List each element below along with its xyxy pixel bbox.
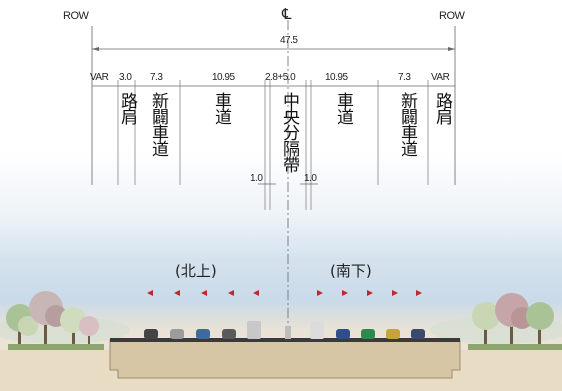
- zone-shoulder-right: 路肩: [432, 92, 452, 124]
- zone-median: 中央分隔帶: [279, 92, 299, 172]
- arrows-north: [147, 290, 259, 296]
- trees-right: [468, 293, 562, 352]
- zone-lane-left: 車道: [211, 92, 231, 124]
- dim-new-right: 7.3: [398, 72, 411, 83]
- median-barrier: [285, 326, 291, 339]
- arrows-south: [317, 290, 422, 296]
- zone-lane-right: 車道: [333, 92, 353, 124]
- direction-north-label: (北上): [175, 262, 217, 280]
- embankment: [109, 339, 461, 379]
- total-width-label: 47.5: [280, 35, 298, 46]
- row-label-left: ROW: [63, 10, 89, 22]
- direction-south-label: (南下): [330, 262, 372, 280]
- vehicles-south: [310, 321, 425, 339]
- dim-median: 2.8+5.0: [265, 72, 296, 83]
- zone-new-lane-left: 新闢車道: [148, 92, 168, 156]
- dim-offset-left: 1.0: [250, 173, 263, 184]
- dim-lane-right: 10.95: [325, 72, 348, 83]
- dim-offset-right: 1.0: [304, 173, 317, 184]
- road-surface: [110, 338, 460, 342]
- dim-var-left: VAR: [90, 72, 109, 83]
- dim-shoulder-left: 3.0: [119, 72, 132, 83]
- trees-left: [6, 291, 104, 352]
- row-label-right: ROW: [439, 10, 465, 22]
- dim-lane-left: 10.95: [212, 72, 235, 83]
- centerline-symbol: ℄: [282, 5, 292, 23]
- zone-shoulder-left: 路肩: [117, 92, 137, 124]
- zone-new-lane-right: 新闢車道: [397, 92, 417, 156]
- dim-var-right: VAR: [431, 72, 450, 83]
- vehicles-north: [144, 321, 261, 339]
- dim-new-left: 7.3: [150, 72, 163, 83]
